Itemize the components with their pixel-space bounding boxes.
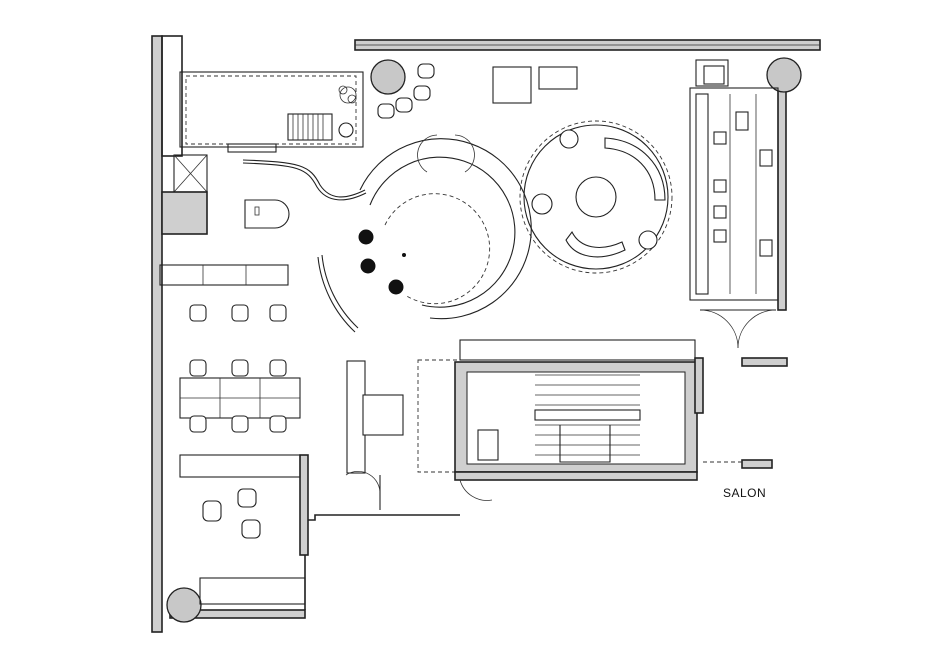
curved-partition xyxy=(242,159,366,198)
shaft xyxy=(161,154,208,235)
columns xyxy=(166,57,802,623)
salon-label: SALON xyxy=(723,486,766,500)
office xyxy=(199,488,306,605)
stair-core xyxy=(454,361,698,473)
workstations xyxy=(159,264,301,478)
meeting-room xyxy=(345,359,459,510)
ottoman-1 xyxy=(492,66,532,104)
lounge-chairs xyxy=(377,63,435,119)
exterior-walls xyxy=(151,35,821,633)
round-lounge xyxy=(519,120,673,274)
ottoman-2 xyxy=(538,66,578,90)
right-counter xyxy=(689,59,779,301)
corridor xyxy=(454,339,788,501)
toilet xyxy=(244,199,290,229)
reception-desk xyxy=(317,138,532,333)
terrace-room xyxy=(179,71,364,153)
